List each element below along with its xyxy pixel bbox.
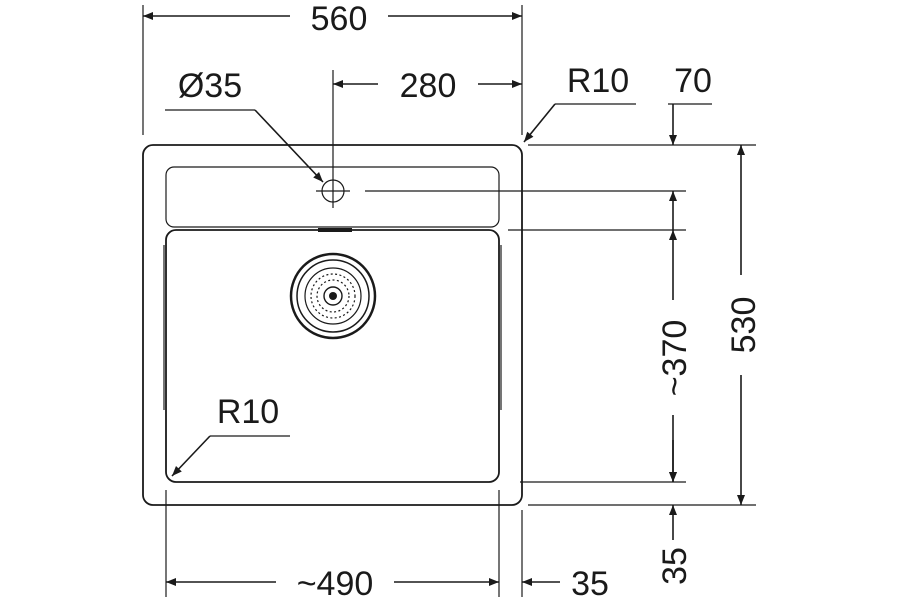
dimension-inner-radius: R10 <box>171 393 290 477</box>
label-overall-length: 530 <box>725 297 763 354</box>
dimension-bottom-offset: 35 <box>656 440 694 585</box>
dimension-bowl-length: ~370 <box>656 230 694 482</box>
label-side-offset: 35 <box>571 565 609 600</box>
dimension-top-width: 560 <box>142 0 523 135</box>
label-bowl-length: ~370 <box>656 320 694 397</box>
dimension-side-offset: 35 <box>522 565 609 600</box>
dimension-outer-radius: R10 <box>523 62 636 143</box>
label-bottom-offset: 35 <box>656 547 694 585</box>
label-bowl-width: ~490 <box>297 565 374 600</box>
dimension-bowl-width: ~490 <box>165 490 523 600</box>
dimension-overall-length: 530 <box>725 145 763 505</box>
label-tap-hole-diameter: Ø35 <box>178 67 242 105</box>
label-top-offset: 70 <box>674 62 712 100</box>
label-top-width: 560 <box>311 0 368 38</box>
dimension-tap-offset: 280 <box>333 67 522 105</box>
dimension-top-offset: 70 <box>668 62 712 230</box>
label-inner-radius: R10 <box>217 393 279 431</box>
extension-lines-right <box>508 144 756 506</box>
drain-strainer-icon <box>289 252 377 340</box>
dimension-tap-hole-diameter: Ø35 <box>165 67 324 183</box>
label-outer-radius: R10 <box>567 62 629 100</box>
tap-hole <box>316 70 686 208</box>
label-tap-offset: 280 <box>400 67 457 105</box>
